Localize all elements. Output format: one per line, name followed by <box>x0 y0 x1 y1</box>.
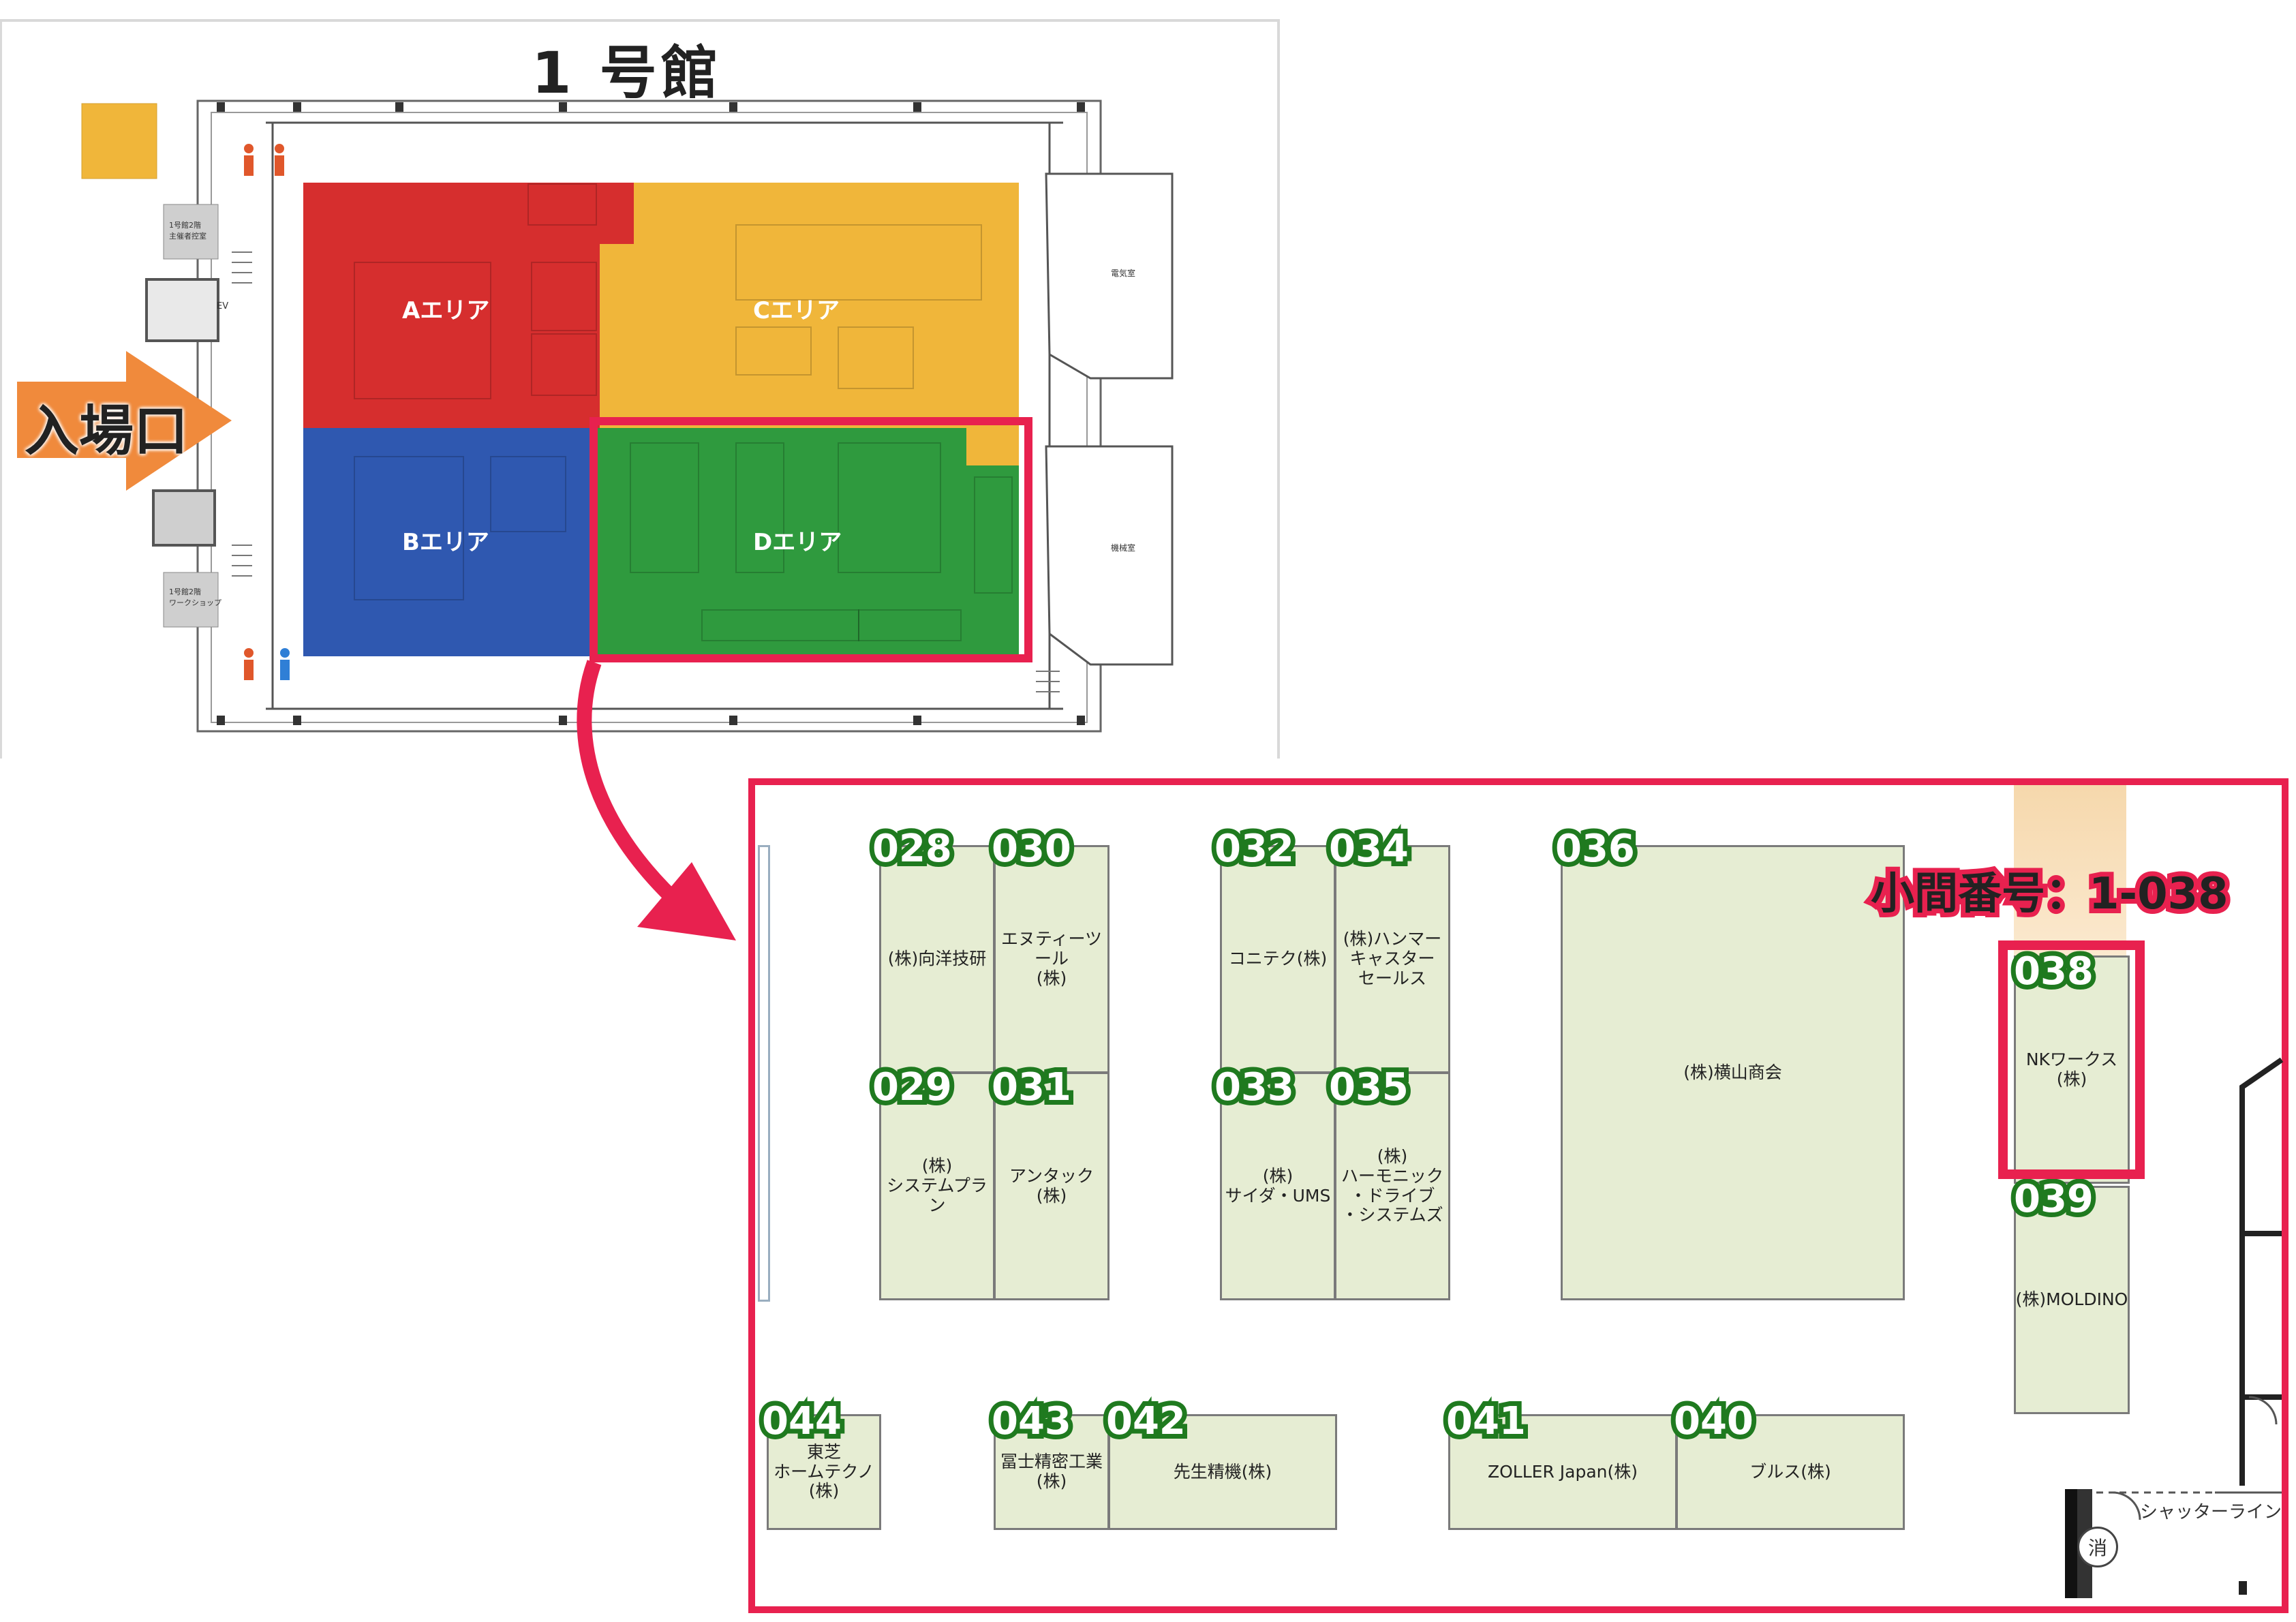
area-d-corner <box>966 428 1019 465</box>
booth-number-034: 034 <box>1324 825 1413 873</box>
booth-043[interactable]: 冨士精密工業 (株) <box>994 1414 1109 1530</box>
booth-038-highlight <box>1998 940 2145 1179</box>
area-a-notch <box>600 183 634 244</box>
booth-028[interactable]: (株)向洋技研 <box>879 845 995 1073</box>
booth-035[interactable]: (株) ハーモニック ・ドライブ ・システムズ <box>1334 1072 1450 1300</box>
area-d[interactable] <box>593 428 1019 656</box>
entrance-label: 入場口 <box>25 399 188 463</box>
booth-number-038: 038 <box>2009 948 2098 996</box>
booth-033[interactable]: (株) サイダ・UMS <box>1220 1072 1336 1300</box>
extinguisher-icon: 消 <box>2077 1527 2118 1567</box>
map-frame-top <box>0 19 1280 22</box>
area-a-label: Aエリア <box>402 297 490 324</box>
booth-number-031: 031 <box>987 1064 1076 1112</box>
booth-038[interactable]: NKワークス (株) <box>2014 955 2130 1184</box>
booth-number-028: 028 <box>868 825 957 873</box>
booth-number-042: 042 <box>1101 1398 1191 1445</box>
hall-title: 1 号館 <box>532 40 722 106</box>
booth-039[interactable]: (株)MOLDINO <box>2014 1186 2130 1414</box>
booth-number-036: 036 <box>1550 825 1640 873</box>
area-booth-outlines <box>354 183 1013 641</box>
area-a[interactable] <box>303 183 634 428</box>
booth-number-label: 小間番号：1-038 <box>1866 864 2233 924</box>
booth-number-032: 032 <box>1210 825 1299 873</box>
booth-number-043: 043 <box>987 1398 1076 1445</box>
booth-031[interactable]: アンタック(株) <box>994 1072 1109 1300</box>
booth-042[interactable]: 先生精機(株) <box>1108 1414 1337 1530</box>
booth-041[interactable]: ZOLLER Japan(株) <box>1448 1414 1677 1530</box>
area-b[interactable] <box>303 428 593 656</box>
map-frame-right <box>1277 19 1280 759</box>
ev-label: EV <box>217 301 229 311</box>
zoom-arrow-icon <box>577 660 736 940</box>
detail-yellow-aisle <box>2014 785 2126 955</box>
booth-029[interactable]: (株) システムプラン <box>879 1072 995 1300</box>
booth-number-041: 041 <box>1441 1398 1531 1445</box>
restroom-icon <box>244 144 290 680</box>
building-outline <box>81 100 1174 733</box>
area-c-label: Cエリア <box>753 297 840 324</box>
booth-number-029: 029 <box>868 1064 957 1112</box>
booth-036[interactable]: (株)横山商会 <box>1561 845 1905 1300</box>
electric-room-label: 電気室 <box>1111 269 1136 278</box>
map-frame-left <box>0 19 2 759</box>
booth-number-035: 035 <box>1324 1064 1413 1112</box>
booth-030[interactable]: エヌティーツール (株) <box>994 845 1109 1073</box>
area-b-label: Bエリア <box>402 529 489 556</box>
area-d-highlight <box>590 417 1032 662</box>
room-2f-workshop: 1号館2階 ワークショップ <box>169 587 221 607</box>
booth-number-044: 044 <box>757 1398 846 1445</box>
booth-044[interactable]: 東芝 ホームテクノ (株) <box>767 1414 881 1530</box>
area-c[interactable] <box>600 183 1019 428</box>
room-2f-staff: 1号館2階 主催者控室 <box>169 221 206 241</box>
detail-left-wall <box>758 845 770 1302</box>
booth-number-030: 030 <box>987 825 1076 873</box>
hall-map <box>0 0 1281 760</box>
booth-040[interactable]: ブルス(株) <box>1676 1414 1905 1530</box>
booth-number-039: 039 <box>2009 1176 2098 1223</box>
booth-number-040: 040 <box>1669 1398 1758 1445</box>
entrance-arrow-icon <box>17 351 232 491</box>
area-d-label: Dエリア <box>753 529 842 556</box>
shutter-line-label: シャッターライン <box>2140 1502 2282 1522</box>
booth-number-033: 033 <box>1210 1064 1299 1112</box>
extinguisher-label: 消 <box>2087 1537 2107 1559</box>
machine-room-label: 機械室 <box>1111 543 1136 553</box>
